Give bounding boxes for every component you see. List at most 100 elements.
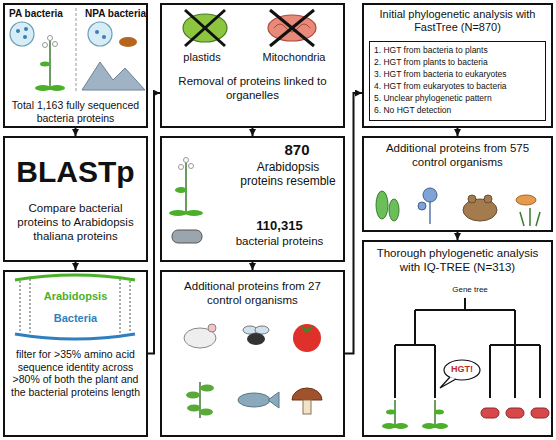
- filter-box: ArabidopsisBacteria filter for >35% amino…: [3, 270, 148, 437]
- bacterium-icon: [531, 408, 549, 418]
- fish-icon: [238, 393, 270, 407]
- insect-icon: [119, 37, 137, 47]
- cross-mark: [185, 10, 225, 46]
- tree-label: Gene tree: [440, 285, 500, 295]
- plant-flower: [179, 165, 184, 170]
- flow-arrow: [457, 128, 459, 136]
- blast-box: BLASTpCompare bacterial proteins to Arab…: [3, 136, 148, 262]
- plant-flower: [48, 36, 53, 41]
- plant-flower: [189, 164, 194, 169]
- count-number: 110,315: [217, 218, 342, 234]
- cross-mark: [270, 10, 314, 46]
- flow-arrow: [148, 93, 160, 354]
- alignment-tick: [20, 281, 21, 333]
- tree-branch: [464, 298, 466, 310]
- list-item: 1. HGT from bacteria to plants: [374, 45, 542, 55]
- plant-leaf: [394, 423, 408, 429]
- flow-arrow: [457, 232, 459, 240]
- group-label: NPA bacteria: [85, 8, 147, 20]
- control-box: Additional proteins from 27 control orga…: [160, 270, 345, 437]
- frog-eye: [484, 195, 492, 203]
- list-item: 3. HGT from bacteria to eukaryotes: [374, 69, 542, 79]
- mold-icon: [423, 188, 437, 202]
- plant-leaf: [40, 62, 50, 67]
- plant-flower: [43, 43, 48, 48]
- divider-line: [76, 8, 77, 92]
- mold-icon: [418, 202, 426, 210]
- category-list: 1. HGT from bacteria to plants2. HGT fro…: [369, 41, 546, 121]
- strand-label: Bacteria: [5, 312, 146, 325]
- grass-stem: [536, 212, 540, 226]
- alignment-tick: [130, 281, 131, 333]
- count-number: 870: [257, 141, 337, 159]
- flow-arrow: [345, 93, 362, 354]
- description-text: filter for >35% amino acid sequence iden…: [9, 348, 142, 398]
- plant-leaf: [35, 85, 51, 91]
- tree-branch: [514, 310, 516, 345]
- plant-strand: [15, 275, 135, 280]
- frog-eye: [468, 195, 476, 203]
- description-text: Removal of proteins linked to organelles: [167, 75, 338, 103]
- tree-branch: [394, 345, 396, 398]
- alignment-tick: [120, 279, 121, 335]
- tomato-icon: [293, 324, 321, 352]
- bacterium-dot: [95, 30, 99, 34]
- bacteria-strand: [15, 334, 135, 339]
- plant-leaf: [169, 210, 187, 216]
- plant-leaf: [386, 410, 396, 415]
- bacterium-dot: [24, 27, 28, 31]
- description-text: Compare bacterial proteins to Arabidopsi…: [9, 202, 142, 243]
- herb-leaf: [200, 385, 214, 392]
- bacterium-icon: [172, 230, 202, 243]
- source-box: PA bacteria NPA bacteriaTotal 1,163 fully…: [3, 3, 148, 128]
- alignment-tick: [30, 279, 31, 335]
- frog-icon: [463, 199, 497, 221]
- organelle-label: Mitochondria: [250, 51, 338, 64]
- plant-leaf: [422, 423, 436, 429]
- plant-leaf: [382, 423, 396, 429]
- grass-stem: [520, 212, 524, 226]
- algae-icon: [376, 191, 388, 219]
- tree-branch: [489, 345, 491, 398]
- fish-tail: [268, 392, 279, 408]
- tree-branch: [514, 345, 516, 398]
- match-box: 870Arabidopsis proteins resemble 110,315b…: [160, 136, 345, 262]
- description-text: Additional proteins from 575 control org…: [369, 142, 546, 170]
- plant-leaf: [434, 423, 448, 429]
- plant-flower: [53, 42, 58, 47]
- plant-stem: [185, 162, 187, 214]
- algae-icon: [389, 199, 399, 221]
- herb-leaf: [199, 409, 213, 416]
- plant-leaf: [49, 85, 65, 91]
- fly-icon: [247, 333, 265, 345]
- mushroom-cap: [292, 388, 322, 400]
- bacterium-icon: [506, 408, 524, 418]
- list-item: 6. No HGT detection: [374, 105, 542, 115]
- cross-mark: [185, 10, 225, 46]
- description-text: Arabidopsis proteins resemble: [234, 160, 342, 189]
- group-label: PA bacteria: [9, 8, 77, 20]
- description-text: bacterial proteins: [217, 235, 342, 249]
- tree-branch: [415, 309, 515, 311]
- petri-dish: [88, 22, 112, 46]
- tree-branch: [395, 344, 435, 346]
- crustacean-icon: [516, 195, 536, 205]
- bacterium-dot: [16, 29, 20, 33]
- fasttree-box: Initial phylogenetic analysis with FastT…: [362, 3, 553, 128]
- plant-leaf: [175, 187, 187, 193]
- list-item: 4. HGT from eukaryotes to bacteria: [374, 81, 542, 91]
- description-text: Total 1,163 fully sequenced bacteria pro…: [8, 99, 143, 124]
- description-text: Additional proteins from 27 control orga…: [167, 280, 338, 308]
- flow-arrow: [75, 128, 77, 136]
- mushroom-stem: [303, 400, 311, 414]
- iqtree-box: Thorough phylogenetic analysis with IQ-T…: [362, 240, 553, 437]
- flow-arrow: [252, 128, 254, 136]
- strand-label: Arabidopsis: [5, 290, 146, 303]
- plant-stem: [434, 400, 436, 428]
- bacterium-icon: [481, 408, 499, 418]
- control-box: Additional proteins from 575 control org…: [362, 136, 553, 232]
- description-text: Initial phylogenetic analysis with FastT…: [368, 8, 547, 34]
- tree-branch: [414, 310, 416, 345]
- grass-stem: [529, 208, 531, 226]
- tomato-leaf: [300, 325, 314, 333]
